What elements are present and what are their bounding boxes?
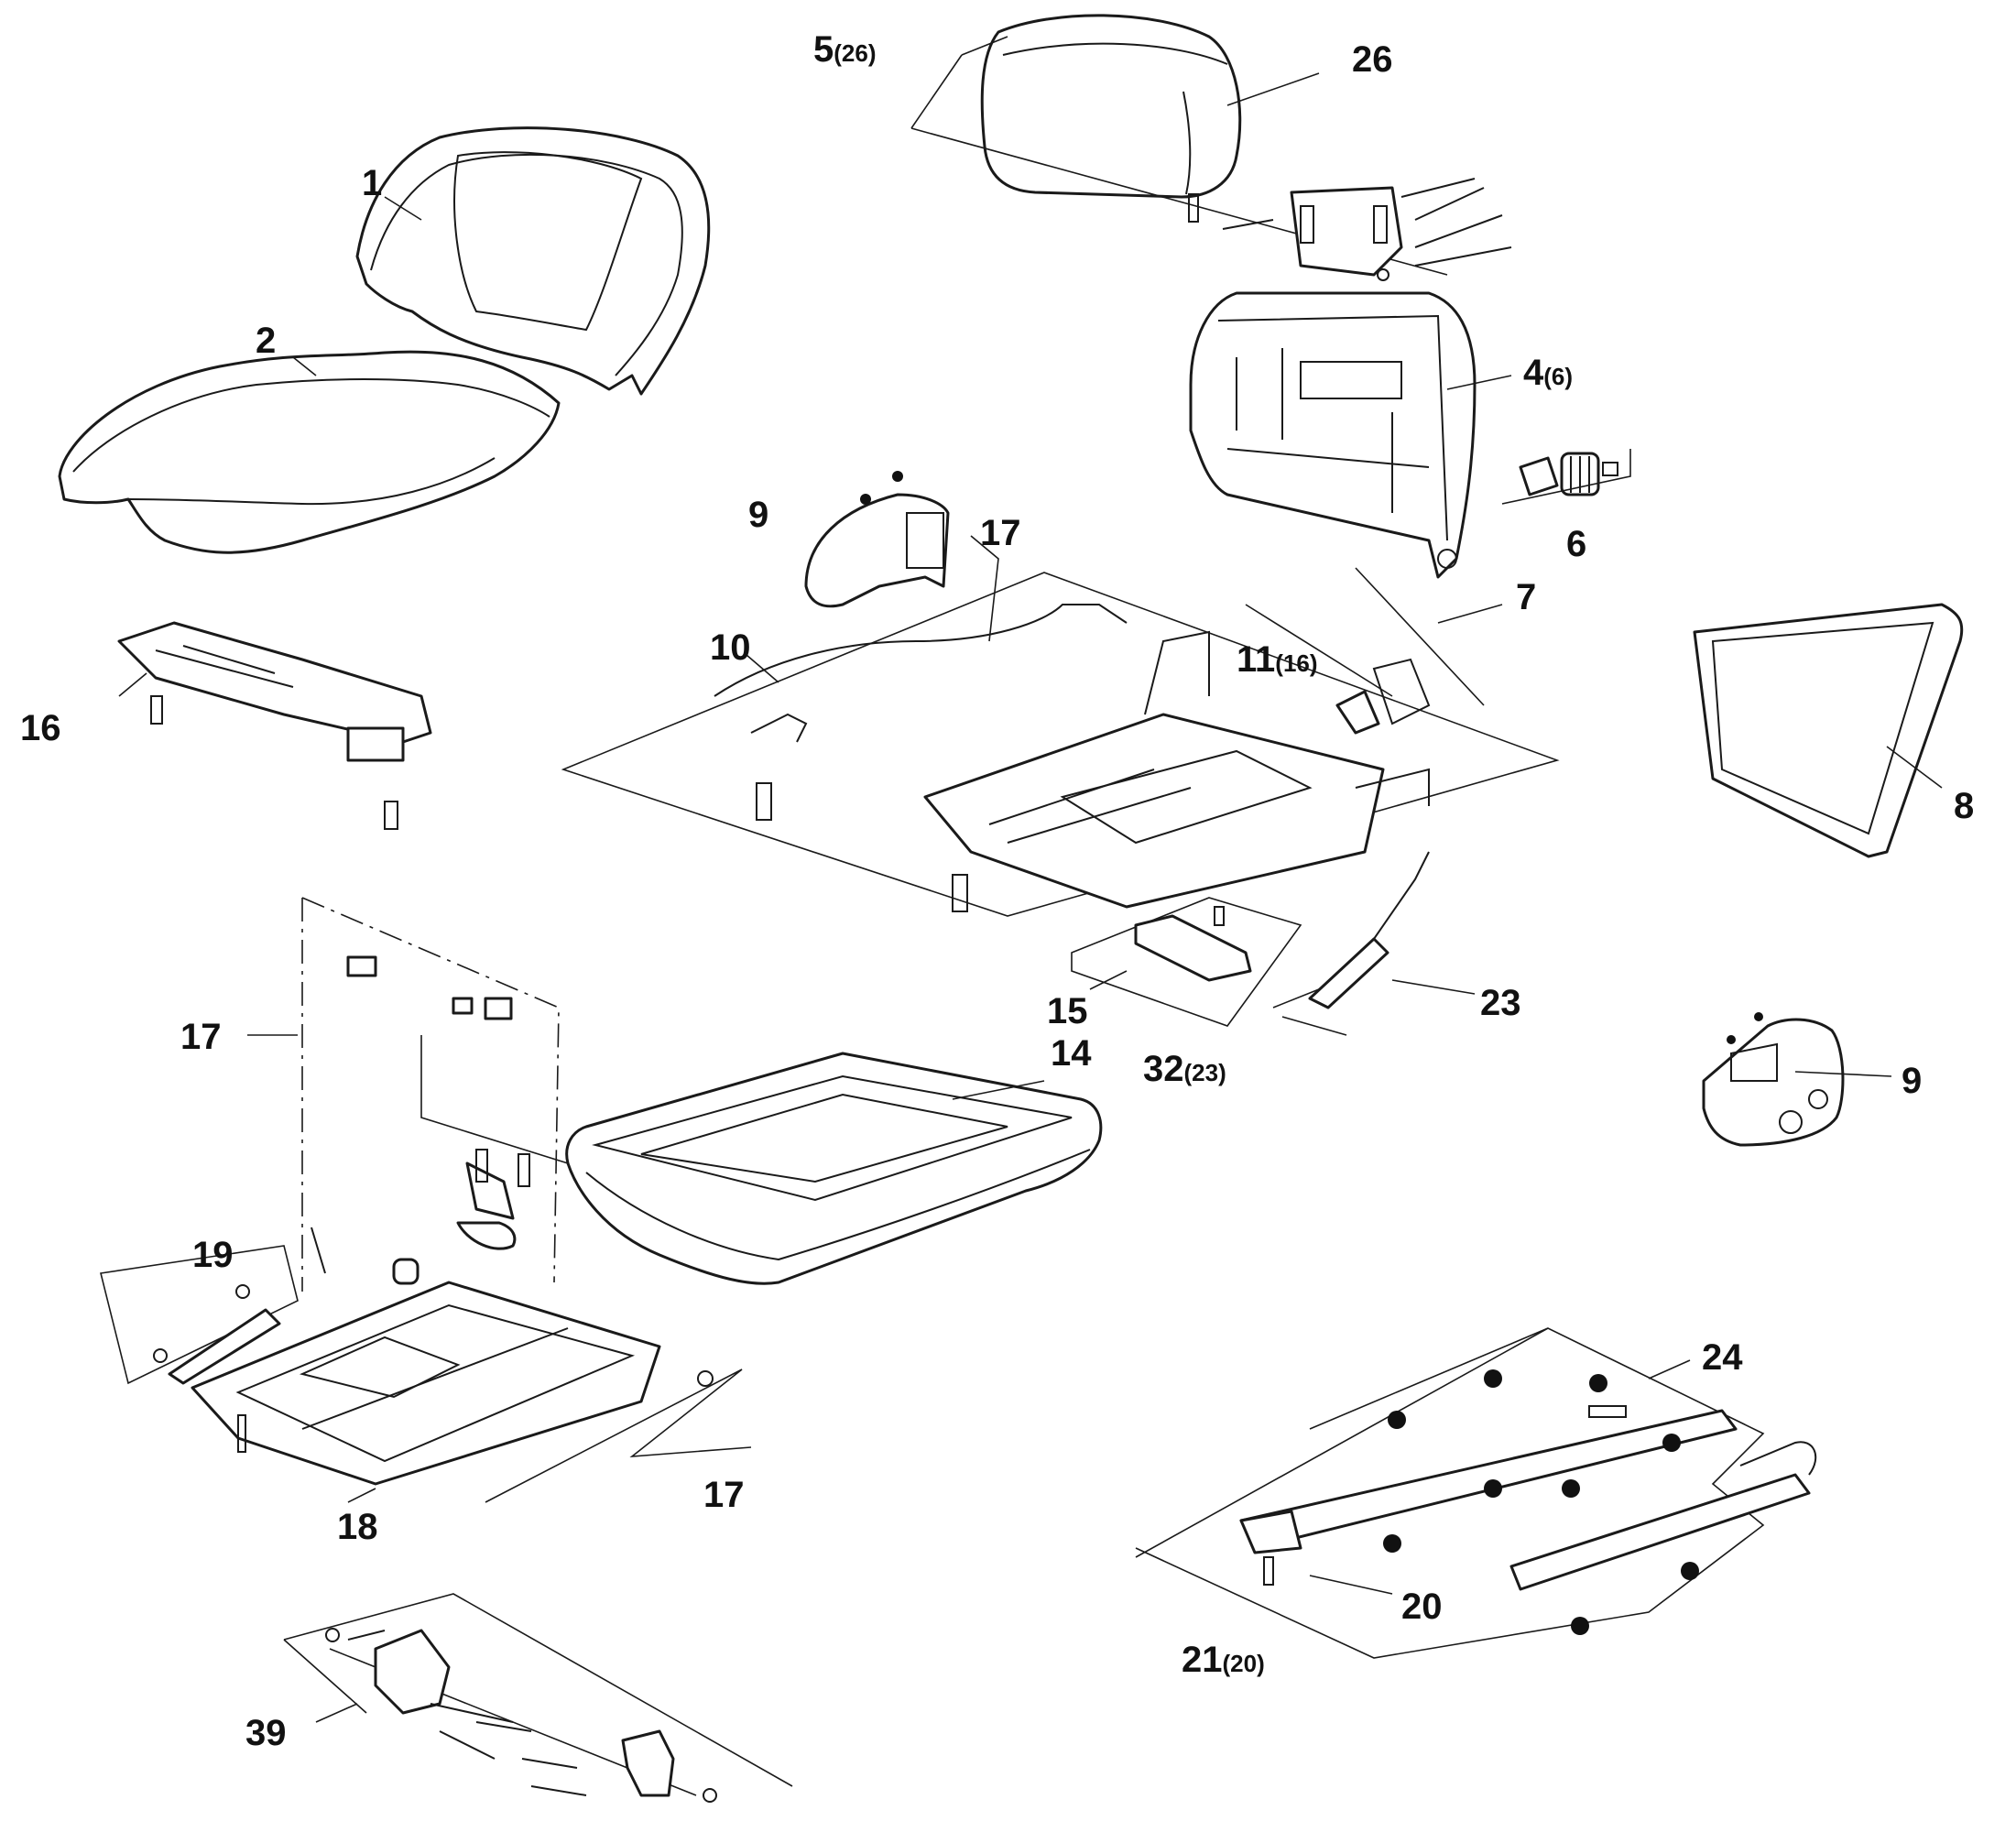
part-16-seat-slide xyxy=(117,621,432,830)
part-18-base-frame xyxy=(191,1258,661,1486)
part-2-seat-cushion xyxy=(58,350,561,554)
callout-labels: 26 5(26) 1 2 4(6) 6 9 17 7 10 11(16) 16 … xyxy=(20,29,1974,1753)
callout-8: 8 xyxy=(1954,786,1974,826)
callout-1: 1 xyxy=(362,163,382,203)
callout-14: 14 xyxy=(1051,1033,1092,1074)
part-26-headrest xyxy=(980,14,1242,223)
callout-7: 7 xyxy=(1516,577,1536,617)
callout-32: 32(23) xyxy=(1143,1049,1226,1089)
part-14-seat-pan xyxy=(565,1052,1103,1285)
callout-39: 39 xyxy=(245,1713,287,1753)
callout-15: 15 xyxy=(1047,991,1088,1031)
part-5-headrest-support xyxy=(910,36,1512,281)
callout-6: 6 xyxy=(1566,524,1586,564)
part-10-seat-frame xyxy=(561,572,1560,917)
part-39-latch-kit xyxy=(283,1593,793,1803)
part-23-lever xyxy=(1272,851,1430,1036)
callout-10: 10 xyxy=(710,627,751,668)
callout-18: 18 xyxy=(337,1507,378,1547)
callout-17-bottom: 17 xyxy=(703,1475,745,1515)
callout-17-mid: 17 xyxy=(180,1017,222,1057)
callout-19: 19 xyxy=(192,1235,234,1275)
leader-lines xyxy=(118,72,1943,1723)
callout-20: 20 xyxy=(1401,1587,1443,1627)
part-8-back-cover xyxy=(1693,603,1964,858)
callout-11: 11(16) xyxy=(1237,639,1318,680)
part-15-bracket xyxy=(1071,897,1302,1027)
callout-16: 16 xyxy=(20,708,61,748)
part-9-side-cover-left xyxy=(804,471,950,608)
part-11-bracket xyxy=(1245,567,1485,735)
part-19-link xyxy=(100,1227,326,1385)
part-9-side-cover-right xyxy=(1702,1012,1845,1147)
callout-2: 2 xyxy=(256,321,276,361)
callout-21: 21(20) xyxy=(1182,1640,1265,1680)
callout-24: 24 xyxy=(1702,1337,1743,1378)
callout-9-right: 9 xyxy=(1902,1061,1922,1101)
part-6-adjuster-knob xyxy=(1501,449,1631,505)
callout-26: 26 xyxy=(1352,39,1393,80)
callout-5: 5(26) xyxy=(813,29,877,70)
callout-17-top: 17 xyxy=(980,513,1021,553)
part-4-backrest-frame xyxy=(1189,291,1477,579)
part-24-slide-rails xyxy=(1135,1327,1817,1659)
part-17-hardware xyxy=(301,897,752,1503)
part-1-backrest-cushion xyxy=(355,126,711,396)
callout-4: 4(6) xyxy=(1523,353,1573,393)
callout-23: 23 xyxy=(1480,983,1521,1023)
callout-9-left: 9 xyxy=(748,495,768,535)
